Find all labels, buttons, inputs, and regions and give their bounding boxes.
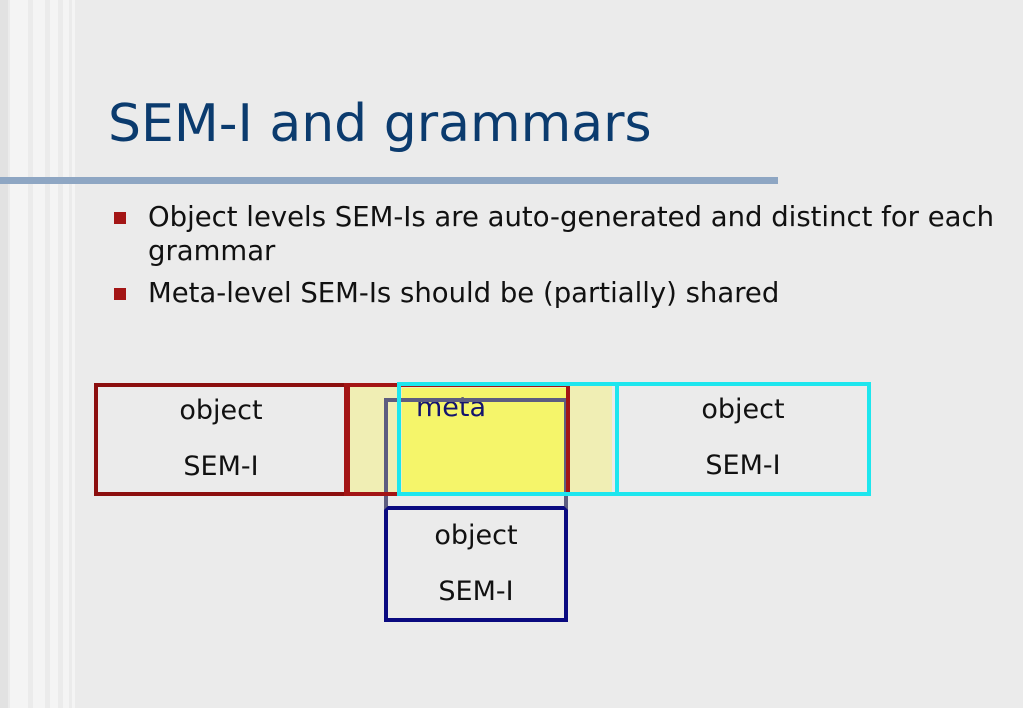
left-semi-label: SEM-I (183, 451, 259, 482)
decor-stripe (63, 0, 69, 708)
right-object-label: object (701, 394, 785, 425)
square-bullet-icon (114, 288, 126, 300)
right-semi-label: SEM-I (705, 450, 781, 481)
decor-stripe (72, 0, 75, 708)
left-object-box: object SEM-I (94, 383, 348, 496)
right-object-box: object SEM-I (615, 382, 871, 496)
bullet-item: Object levels SEM-Is are auto-generated … (112, 200, 1002, 268)
left-object-label: object (179, 395, 263, 426)
decor-stripe (0, 0, 8, 708)
bullet-text: Meta-level SEM-Is should be (partially) … (148, 277, 780, 309)
meta-label: meta (416, 392, 487, 423)
bullet-text: Object levels SEM-Is are auto-generated … (148, 201, 995, 267)
bottom-object-label: object (434, 520, 518, 551)
right-connector-box (397, 382, 619, 496)
title-rule (0, 177, 778, 184)
bottom-semi-label: SEM-I (438, 576, 514, 607)
square-bullet-icon (114, 212, 126, 224)
decor-stripe (50, 0, 58, 708)
decor-stripe (10, 0, 28, 708)
slide-title: SEM-I and grammars (108, 94, 652, 154)
decor-stripe (33, 0, 45, 708)
meta-box: meta (402, 388, 566, 493)
bullet-item: Meta-level SEM-Is should be (partially) … (112, 276, 1002, 310)
bullet-list: Object levels SEM-Is are auto-generated … (112, 200, 1002, 318)
